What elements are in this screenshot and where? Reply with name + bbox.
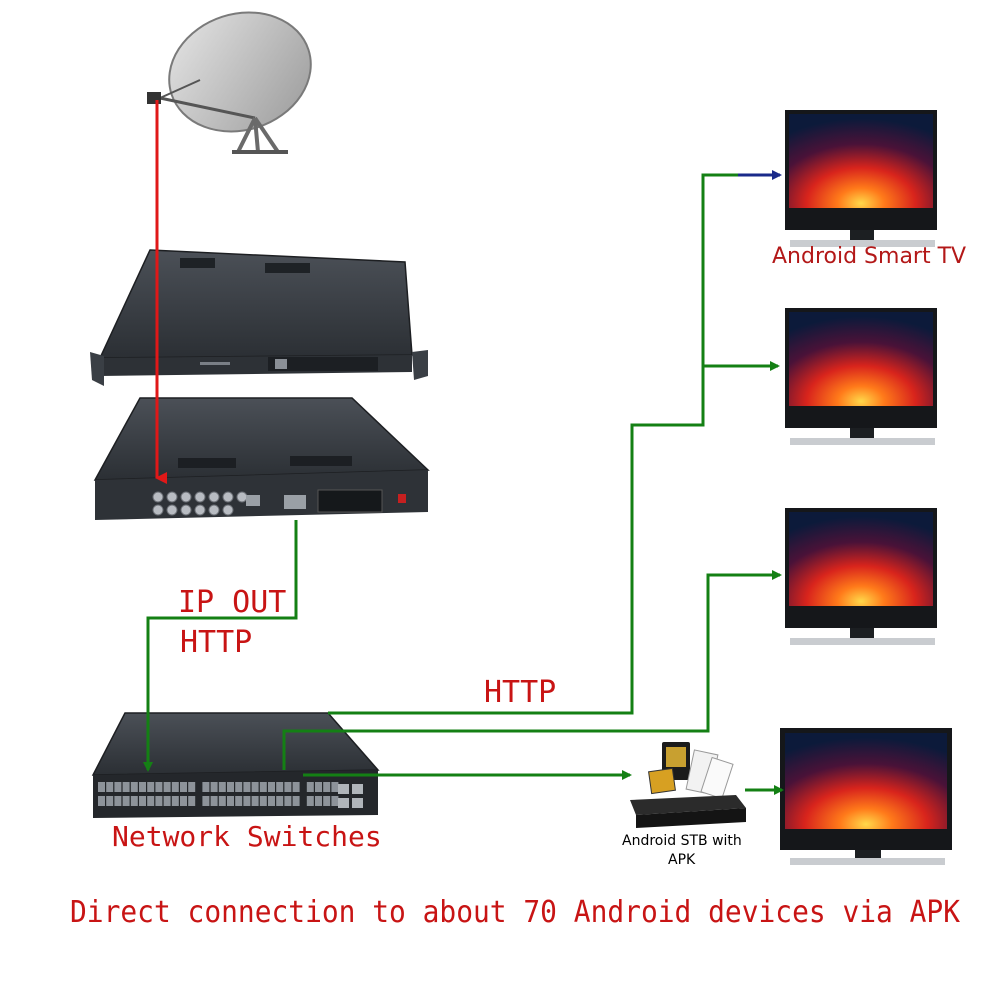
switch-port xyxy=(243,796,251,806)
switch-port xyxy=(106,796,114,806)
switch-port xyxy=(235,782,243,792)
switch-port xyxy=(210,796,218,806)
switch-port xyxy=(259,782,267,792)
switch-port xyxy=(188,796,196,806)
switch-port xyxy=(202,796,210,806)
sfp-port xyxy=(352,784,363,794)
switch-port xyxy=(130,782,138,792)
switch-port xyxy=(323,782,331,792)
switch-port xyxy=(188,782,196,792)
switch-port xyxy=(251,782,259,792)
switch-port xyxy=(268,796,275,806)
switch-port xyxy=(218,796,226,806)
switch-port xyxy=(155,782,163,792)
switch-port xyxy=(210,782,218,792)
switch-port xyxy=(114,782,122,792)
switch-port xyxy=(227,796,234,806)
switch-port xyxy=(202,782,210,792)
switch-port xyxy=(235,796,243,806)
switch-port xyxy=(331,796,339,806)
switch-port xyxy=(315,796,322,806)
switch-port xyxy=(276,796,284,806)
switch-port xyxy=(306,796,314,806)
switch-port xyxy=(292,796,300,806)
tv-icon xyxy=(785,110,937,247)
http-label-mid: HTTP xyxy=(484,675,556,710)
switch-port xyxy=(331,782,339,792)
switch-port xyxy=(147,782,155,792)
switch-port xyxy=(284,796,292,806)
switch-port xyxy=(114,796,122,806)
smart-tv-label: Android Smart TV xyxy=(772,244,966,269)
switch-port xyxy=(292,782,300,792)
switch-port xyxy=(180,796,187,806)
switch-port xyxy=(218,782,226,792)
switch-port xyxy=(122,796,130,806)
switch-port xyxy=(180,782,187,792)
footer-caption: Direct connection to about 70 Android de… xyxy=(70,895,960,930)
switch-port xyxy=(323,796,331,806)
switch-port xyxy=(251,796,259,806)
network-switches-label: Network Switches xyxy=(112,820,382,853)
switch-port xyxy=(139,796,146,806)
switch-port xyxy=(139,782,146,792)
switch-port xyxy=(98,796,105,806)
switch-port xyxy=(98,782,105,792)
switch-port xyxy=(171,782,179,792)
tv-icon xyxy=(785,308,937,445)
set-top-box-icon xyxy=(630,742,746,828)
switch-port xyxy=(276,782,284,792)
switch-port xyxy=(268,782,275,792)
switch-port xyxy=(106,782,114,792)
switch-port xyxy=(284,782,292,792)
switch-port xyxy=(163,782,171,792)
switch-port xyxy=(243,782,251,792)
switch-port xyxy=(122,782,130,792)
switch-port xyxy=(227,782,234,792)
switch-port xyxy=(171,796,179,806)
switch-port xyxy=(147,796,155,806)
encoder-device-icon xyxy=(90,249,428,386)
switch-port xyxy=(259,796,267,806)
switch-port xyxy=(155,796,163,806)
gateway-device-icon xyxy=(93,397,430,520)
stb-label-line2: APK xyxy=(668,852,696,868)
satellite-dish-icon xyxy=(147,11,312,154)
switch-port xyxy=(306,782,314,792)
http-label-left: HTTP xyxy=(180,625,252,660)
http-links xyxy=(143,173,784,795)
network-switch-icon xyxy=(91,712,380,818)
sfp-port xyxy=(338,798,349,808)
sfp-port xyxy=(352,798,363,808)
tv-icon xyxy=(785,508,937,645)
switch-port xyxy=(130,796,138,806)
sfp-port xyxy=(338,784,349,794)
switch-port xyxy=(163,796,171,806)
ip-out-label: IP OUT xyxy=(178,585,286,620)
tv-icon xyxy=(780,728,952,865)
stb-label-line1: Android STB with xyxy=(622,833,742,849)
switch-port xyxy=(315,782,322,792)
